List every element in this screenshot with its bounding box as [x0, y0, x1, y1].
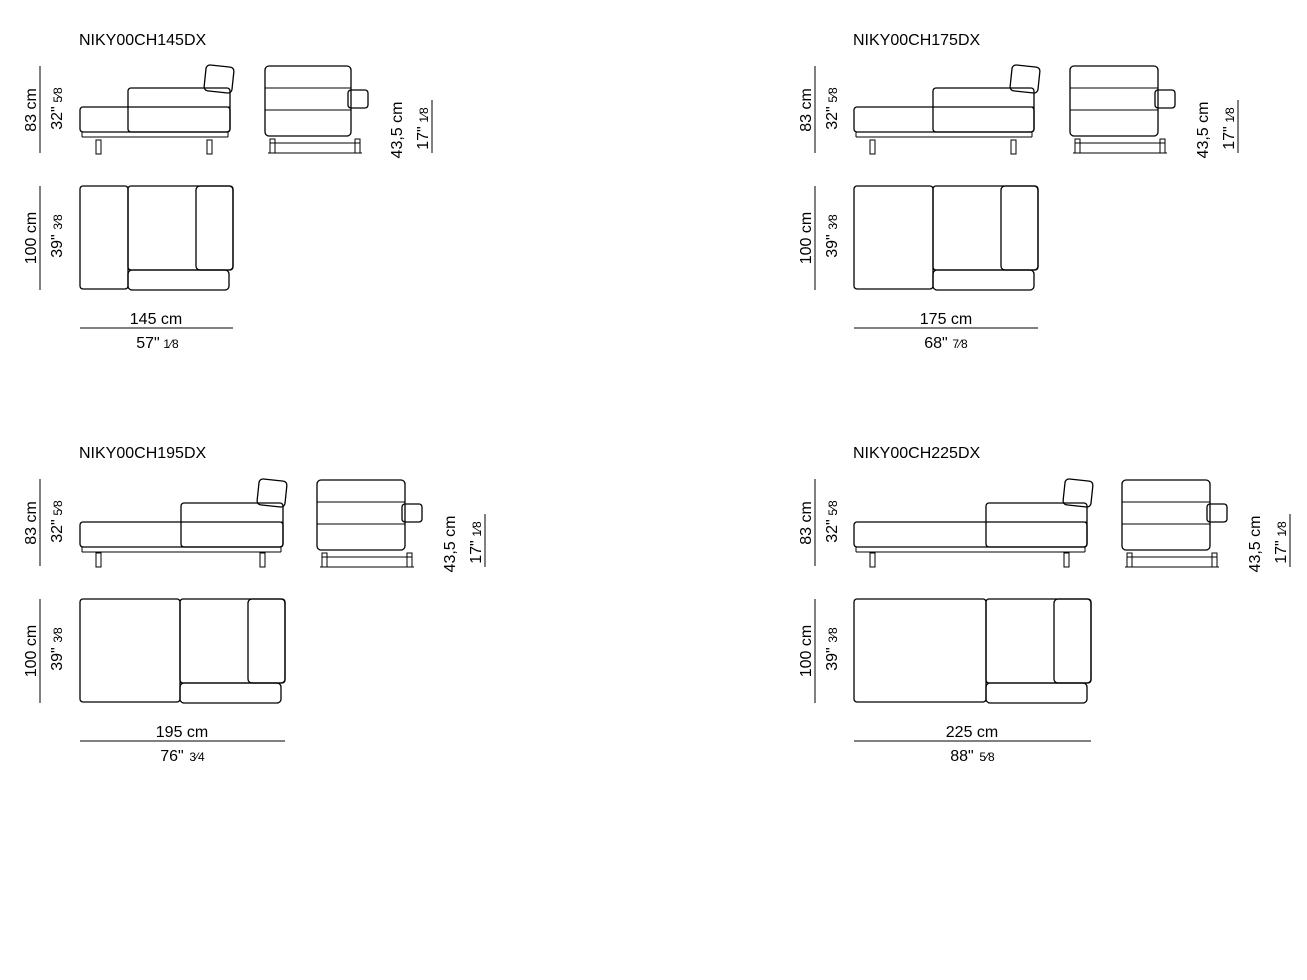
- product-code: NIKY00CH145DX: [79, 32, 207, 49]
- width-cm-label: 225 cm: [946, 724, 998, 741]
- depth-inch-fraction: 3⁄8: [51, 214, 65, 230]
- height-inch-label: 32": [49, 519, 66, 542]
- height-inch-fraction: 5⁄8: [826, 87, 840, 103]
- depth-inch-label: 39": [824, 234, 841, 257]
- seat-inch-fraction: 1⁄8: [417, 107, 431, 123]
- side-view-drawing: [79, 478, 288, 568]
- depth-inch-fraction: 3⁄8: [51, 627, 65, 643]
- product-code: NIKY00CH195DX: [79, 445, 207, 462]
- width-inch-fraction: 5⁄8: [979, 750, 995, 764]
- plan-view-drawing: [79, 598, 286, 704]
- seat-cm-label: 43,5 cm: [1195, 102, 1212, 159]
- plan-view-drawing: [79, 185, 234, 291]
- width-inch-label: 68": [924, 335, 947, 352]
- seat-inch-label: 17": [468, 540, 485, 563]
- depth-inch-fraction: 3⁄8: [826, 627, 840, 643]
- seat-cm-label: 43,5 cm: [442, 516, 459, 573]
- plan-view-drawing: [853, 185, 1039, 291]
- side-view-drawing: [79, 64, 235, 155]
- seat-inch-fraction: 1⁄8: [1223, 107, 1237, 123]
- seat-cm-label: 43,5 cm: [389, 102, 406, 159]
- width-cm-label: 195 cm: [156, 724, 208, 741]
- seat-inch-label: 17": [1221, 126, 1238, 149]
- width-inch-label: 88": [950, 748, 973, 765]
- seat-inch-label: 17": [1273, 540, 1290, 563]
- height-inch-label: 32": [824, 106, 841, 129]
- height-inch-fraction: 5⁄8: [826, 500, 840, 516]
- front-view-drawing: [316, 479, 423, 568]
- depth-inch-label: 39": [49, 234, 66, 257]
- height-cm-label: 83 cm: [23, 88, 40, 132]
- height-inch-fraction: 5⁄8: [51, 87, 65, 103]
- front-view-drawing: [264, 65, 369, 154]
- product-panel-145: NIKY00CH145DX 83 cm 32" 5⁄8: [23, 32, 433, 352]
- product-panel-175: NIKY00CH175DX 83 cm 32" 5⁄8 43,: [798, 32, 1239, 352]
- height-inch-label: 32": [824, 519, 841, 542]
- width-inch-fraction: 3⁄4: [189, 750, 205, 764]
- width-cm-label: 145 cm: [130, 311, 182, 328]
- side-view-drawing: [853, 64, 1041, 155]
- product-panel-225: NIKY00CH225DX 83 cm 32" 5⁄8 43,: [798, 445, 1291, 765]
- side-view-drawing: [853, 478, 1094, 568]
- width-inch-label: 76": [160, 748, 183, 765]
- width-inch-fraction: 1⁄8: [163, 337, 179, 351]
- front-view-drawing: [1069, 65, 1176, 154]
- seat-inch-fraction: 1⁄8: [470, 521, 484, 537]
- depth-inch-fraction: 3⁄8: [826, 214, 840, 230]
- width-inch-fraction: 7⁄8: [952, 337, 968, 351]
- depth-cm-label: 100 cm: [798, 625, 815, 677]
- seat-inch-label: 17": [415, 126, 432, 149]
- depth-cm-label: 100 cm: [798, 212, 815, 264]
- product-code: NIKY00CH225DX: [853, 445, 981, 462]
- product-code: NIKY00CH175DX: [853, 32, 981, 49]
- depth-inch-label: 39": [824, 647, 841, 670]
- plan-view-drawing: [853, 598, 1092, 704]
- seat-cm-label: 43,5 cm: [1247, 516, 1264, 573]
- height-cm-label: 83 cm: [798, 501, 815, 545]
- depth-inch-label: 39": [49, 647, 66, 670]
- height-inch-fraction: 5⁄8: [51, 500, 65, 516]
- product-panel-195: NIKY00CH195DX 83 cm 32" 5⁄8 43,: [23, 445, 486, 765]
- width-inch-label: 57": [136, 335, 159, 352]
- front-view-drawing: [1121, 479, 1228, 568]
- height-cm-label: 83 cm: [23, 501, 40, 545]
- width-cm-label: 175 cm: [920, 311, 972, 328]
- seat-inch-fraction: 1⁄8: [1275, 521, 1289, 537]
- depth-cm-label: 100 cm: [23, 625, 40, 677]
- height-cm-label: 83 cm: [798, 88, 815, 132]
- height-inch-label: 32": [49, 106, 66, 129]
- depth-cm-label: 100 cm: [23, 212, 40, 264]
